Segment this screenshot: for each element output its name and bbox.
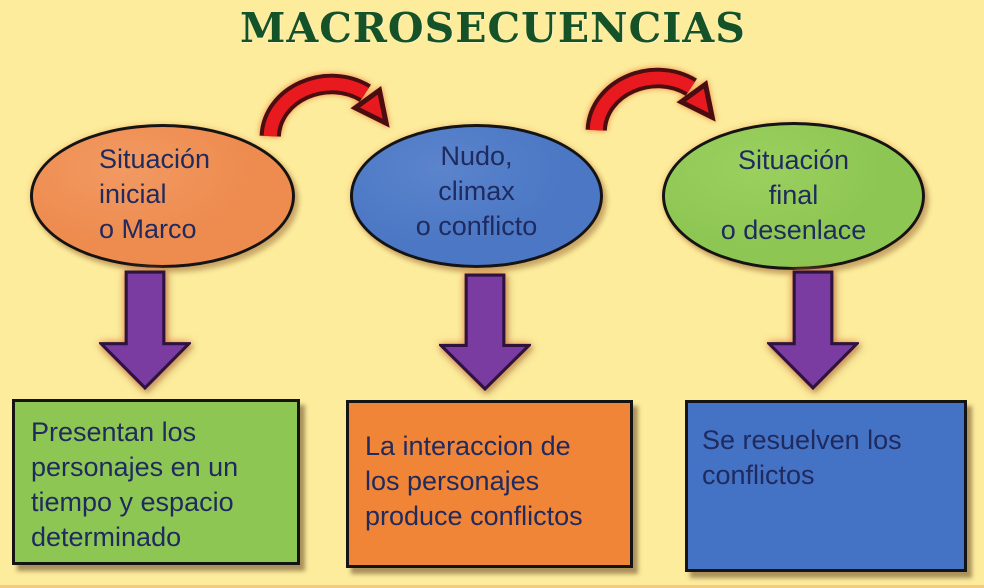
down-arrow-icon bbox=[439, 273, 531, 391]
node-label: Nudo, climax o conflicto bbox=[415, 141, 538, 241]
down-arrow-icon bbox=[99, 270, 191, 390]
node-nudo-climax: Nudo, climax o conflicto bbox=[350, 124, 603, 268]
curved-arrow-icon bbox=[259, 73, 390, 138]
node-label: Situación final o desenlace bbox=[720, 145, 867, 245]
node-label: Situación inicial o Marco bbox=[99, 144, 211, 244]
box-interaccion-personajes: La interaccion de los personajes produce… bbox=[346, 400, 633, 568]
box-presentan-personajes: Presentan los personajes en un tiempo y … bbox=[12, 399, 300, 565]
box-resuelven-conflictos: Se resuelven los conflictos bbox=[685, 400, 967, 572]
down-arrow-icon bbox=[767, 270, 859, 390]
node-situacion-inicial: Situación inicial o Marco bbox=[30, 124, 295, 268]
curved-arrow-icon bbox=[585, 67, 716, 132]
bottom-edge-strip bbox=[0, 585, 984, 588]
page-title: MACROSECUENCIAS bbox=[240, 4, 746, 52]
node-situacion-final: Situación final o desenlace bbox=[662, 122, 925, 270]
